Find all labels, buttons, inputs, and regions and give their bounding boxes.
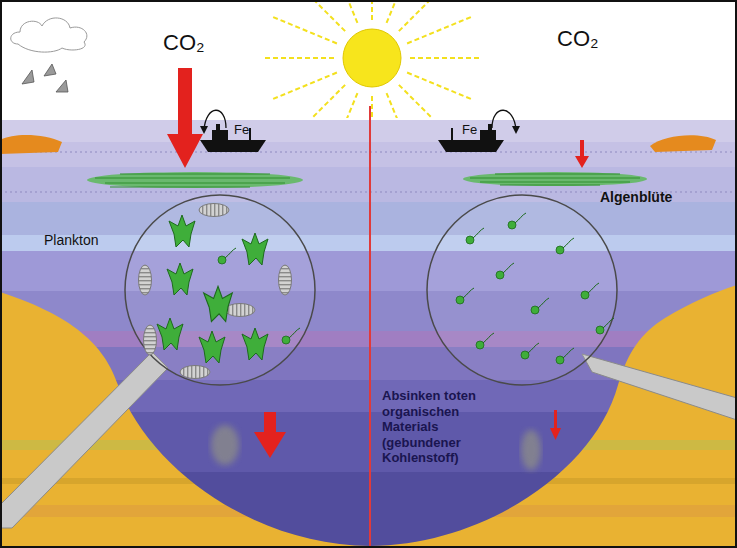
plankton [456,213,614,364]
divider-line [369,106,371,546]
sky [0,0,737,120]
birds [22,64,68,92]
sinking-matter [211,425,239,465]
arrowhead [200,126,208,134]
sinking-arrow [254,412,286,458]
gas-label: CO₂ [557,26,599,52]
sun-rays [264,0,480,118]
sinking-matter [521,430,541,470]
fe-arrow [492,110,516,130]
magnifier-lens [427,195,617,385]
element-label: Fe [462,122,477,138]
ship [200,124,266,152]
sinking-arrow [550,410,561,440]
process-note: Absinken toten organischen Materials (ge… [382,388,514,466]
co2-arrow [575,140,589,168]
magnifier-handle [0,352,168,528]
cloud [11,18,87,52]
plankton-label: Plankton [44,232,98,249]
gas-label: CO₂ [163,30,205,56]
co2-arrow [167,68,203,168]
island [0,135,62,154]
plankton [139,204,301,379]
element-label: Fe [234,122,249,138]
magnifier-handle [582,354,737,420]
algae-bloom [87,172,647,188]
seabed [0,270,737,548]
ocean [0,120,737,548]
sun [343,29,401,87]
magnifier-lens [125,195,315,385]
island [650,135,716,152]
arrowhead [512,126,520,134]
bloom-label: Algenblüte [600,189,672,206]
